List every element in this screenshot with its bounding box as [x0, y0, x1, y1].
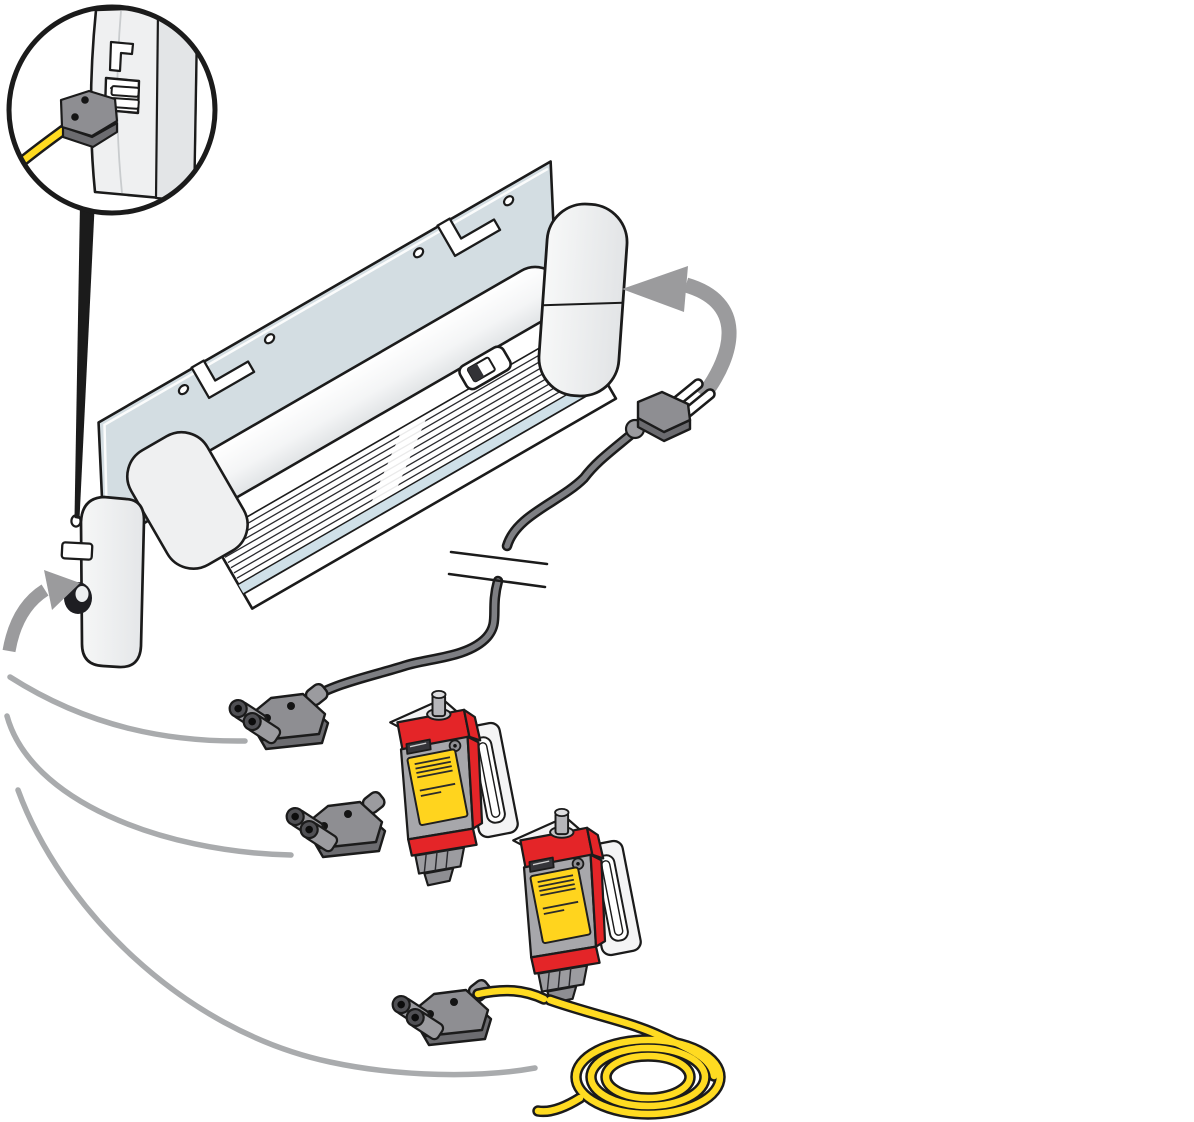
magnifier-ring [6, 4, 218, 216]
right-end-cap [537, 202, 629, 398]
inline-connector-2 [282, 788, 389, 859]
left-end-cap-rear [126, 430, 249, 570]
yellow-switch-cable [472, 984, 726, 1120]
cord-break-marks [447, 550, 549, 589]
plug-body [636, 390, 692, 434]
fixture-body [198, 307, 618, 610]
keyhole-arrow [2, 570, 80, 653]
plate-screw-holes [177, 195, 515, 396]
diffuser-shine [369, 414, 428, 508]
cable-routing-curves [4, 674, 538, 1078]
keyhole-slot [190, 359, 256, 400]
power-cord [303, 426, 640, 706]
left-end-cap [60, 495, 146, 669]
detail-inset [6, 4, 218, 216]
keyhole-slot [108, 40, 135, 73]
limit-switch-2 [512, 807, 644, 1005]
connector-body [59, 89, 119, 138]
latch-tab [110, 85, 140, 98]
light-fixture [60, 160, 629, 669]
power-plug [624, 378, 716, 443]
keyhole-slot [436, 217, 502, 258]
limit-switch-1 [389, 689, 521, 887]
connector-screw [71, 113, 79, 121]
connector-screw [81, 96, 89, 104]
detail-leader-wedge [74, 199, 95, 519]
inline-connector-3 [388, 976, 495, 1047]
coiled-cable [474, 987, 724, 1118]
rotate-arrow [622, 266, 737, 401]
hook-slot [60, 541, 94, 561]
rocker-switch [458, 345, 512, 391]
